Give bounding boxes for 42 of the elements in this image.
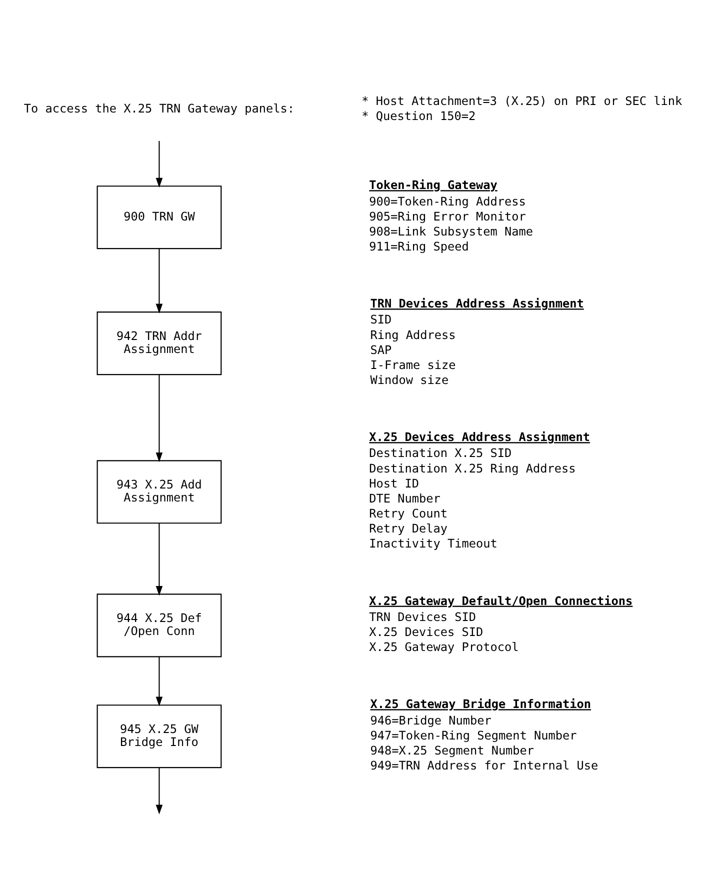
node-label: Window size (370, 373, 448, 388)
node-box: 943 X.25 Add Assignment (96, 460, 222, 524)
node-box: 945 X.25 GW Bridge Info (96, 704, 222, 768)
node-label: Retry Delay (368, 522, 448, 536)
arrow (155, 768, 162, 814)
node-label: 948=X.25 Segment Number (370, 743, 534, 758)
node-label: Token-Ring Gateway (368, 178, 497, 192)
node-label: 946=Bridge Number (370, 713, 491, 728)
node-label: 949=TRN Address for Internal Use (370, 758, 598, 773)
node-box: 900 TRN GW (96, 186, 222, 250)
node-label: Destination X.25 Ring Address (368, 461, 576, 476)
arrow (155, 248, 162, 314)
arrow (155, 140, 162, 188)
node-label: X.25 Gateway Protocol (368, 640, 518, 654)
node-label: Inactivity Timeout (368, 536, 497, 551)
node-label: X.25 Gateway Default/Open Connections (368, 594, 632, 608)
node-label: 900=Token-Ring Address (368, 194, 526, 208)
node-box: 944 X.25 Def /Open Conn (96, 594, 222, 658)
node-label: 911=Ring Speed (368, 239, 468, 254)
node-label: Destination X.25 SID (368, 446, 512, 460)
arrow (155, 656, 162, 706)
node-label: 905=Ring Error Monitor (368, 209, 526, 224)
node-label: TRN Devices SID (368, 610, 476, 624)
label: * Host Attachment=3 (X.25) on PRI or SEC link (361, 94, 682, 108)
node-label: X.25 Gateway Bridge Information (370, 697, 591, 712)
node-label: X.25 Devices SID (368, 624, 483, 639)
arrow (155, 523, 162, 596)
node-label: Retry Count (368, 506, 448, 521)
node-label: 947=Token-Ring Segment Number (370, 728, 576, 742)
node-label: DTE Number (368, 491, 440, 506)
node-label: X.25 Devices Address Assignment (368, 430, 590, 444)
node-text: To access the X.25 TRN Gateway panels: (23, 102, 294, 116)
node-label: SAP (370, 342, 392, 357)
node-label: SID (370, 312, 392, 327)
node-label: TRN Devices Address Assignment (370, 296, 584, 311)
node-box: 942 TRN Addr Assignment (96, 312, 222, 376)
node-label: Host ID (368, 476, 419, 490)
label: * Question 150=2 (361, 109, 476, 124)
arrow (155, 374, 162, 462)
node-label: I-Frame size (370, 358, 456, 372)
node-label: Ring Address (370, 328, 456, 342)
node-label: 908=Link Subsystem Name (368, 224, 532, 238)
